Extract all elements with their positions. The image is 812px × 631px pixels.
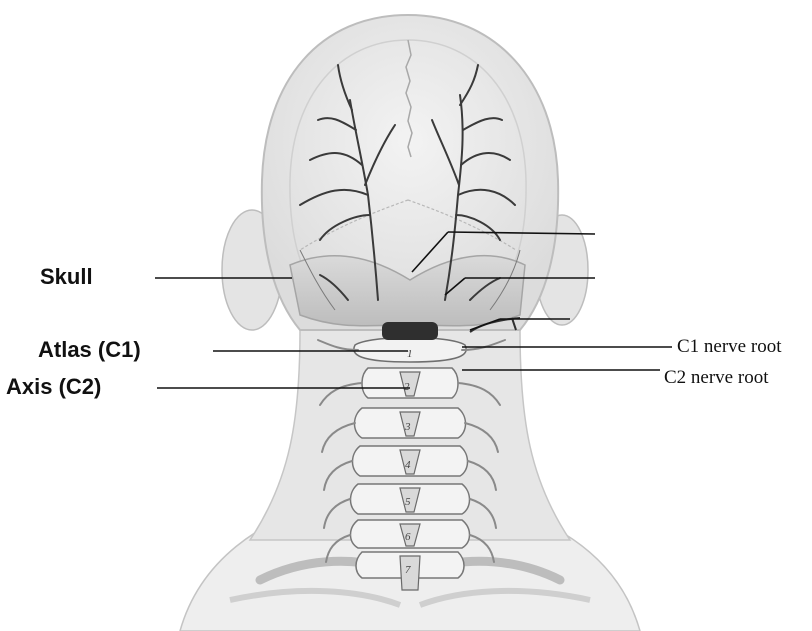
c2-nerve-root-label: C2 nerve root	[664, 368, 768, 387]
vertebra-number-1: 1	[407, 348, 413, 360]
c1-nerve-root-label: C1 nerve root	[677, 337, 781, 356]
axis-label: Axis (C2)	[6, 376, 101, 398]
atlas-label: Atlas (C1)	[38, 339, 141, 361]
vertebra-number-3: 3	[404, 421, 411, 433]
vertebra-number-4: 4	[405, 459, 411, 471]
vertebra-number-5: 5	[405, 496, 411, 508]
vertebra-number-6: 6	[405, 531, 411, 543]
vertebra-number-2: 2	[404, 381, 410, 393]
skull-label: Skull	[40, 266, 93, 288]
vertebra-number-7: 7	[405, 564, 411, 576]
